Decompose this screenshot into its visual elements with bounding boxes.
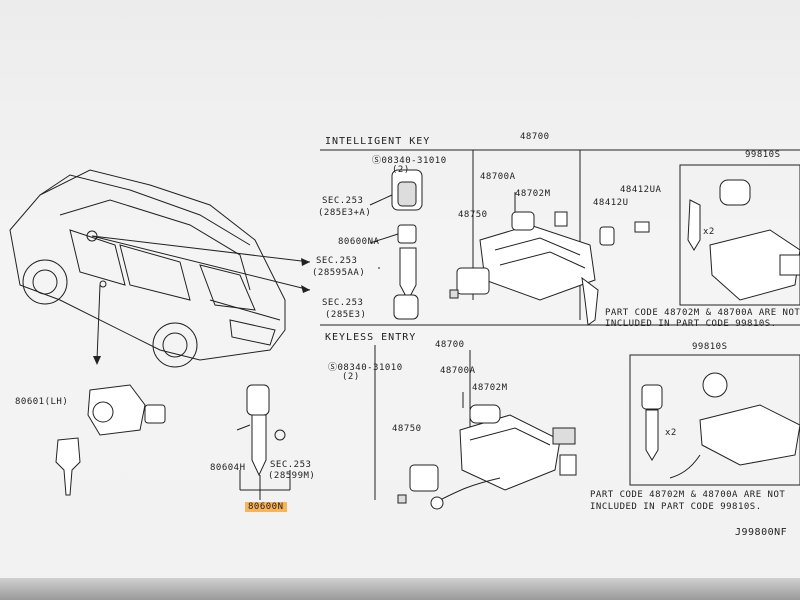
label-key-sec253: SEC.253 (270, 460, 312, 470)
label-ik-sec253a-ref: (285E3+A) (318, 208, 372, 218)
label-ik-sec253a: SEC.253 (322, 196, 364, 206)
label-ke-48702m: 48702M (472, 383, 508, 393)
label-key-80604h: 80604H (210, 463, 246, 473)
section-title-intelligent-key: INTELLIGENT KEY (325, 136, 431, 147)
label-ik-screw-qty: (2) (392, 165, 410, 175)
label-ik-note-1: PART CODE 48702M & 48700A ARE NOT (605, 308, 800, 318)
label-ik-48700a: 48700A (480, 172, 516, 182)
label-key-sec253-ref: (28599M) (268, 471, 316, 481)
label-ke-48750: 48750 (392, 424, 422, 434)
label-door-cylinder: 80601(LH) (15, 397, 69, 407)
section-title-keyless-entry: KEYLESS ENTRY (325, 332, 417, 343)
label-ik-sec253c: SEC.253 (322, 298, 364, 308)
label-ke-x2: x2 (665, 428, 677, 438)
door-cylinder-illustration (55, 384, 166, 496)
label-ke-screw: Ⓢ08340-31010 (328, 363, 403, 373)
label-ke-assy: 48700 (435, 340, 465, 350)
label-ke-note-1: PART CODE 48702M & 48700A ARE NOT (590, 490, 786, 500)
label-ik-assy: 48700 (520, 132, 550, 142)
label-ik-sec253b: SEC.253 (316, 256, 358, 266)
intelligent-key-assembly (449, 192, 650, 326)
label-ke-kit: 99810S (692, 342, 728, 352)
label-ik-80600na: 80600NA (338, 237, 380, 247)
label-ik-48702m: 48702M (515, 189, 551, 199)
label-ik-48412u: 48412U (593, 198, 629, 208)
label-ke-screw-qty: (2) (342, 372, 360, 382)
label-key-80600n-highlighted: 80600N (245, 502, 287, 512)
key-blank-illustration (236, 384, 291, 500)
drawing-id: J99800NF (735, 527, 788, 538)
label-ik-sec253c-ref: (285E3) (325, 310, 367, 320)
vehicle-illustration (9, 169, 286, 368)
label-ik-48750: 48750 (458, 210, 488, 220)
label-ik-48412ua: 48412UA (620, 185, 662, 195)
label-ik-x2: x2 (703, 227, 715, 237)
label-ke-48700a: 48700A (440, 366, 476, 376)
keyless-entry-assembly (397, 392, 577, 510)
label-ik-sec253b-ref: (28595AA) (312, 268, 366, 278)
monitor-bezel (0, 578, 800, 600)
label-ik-note-2: INCLUDED IN PART CODE 99810S. (605, 319, 777, 329)
label-ik-kit: 99810S (745, 150, 781, 160)
label-ik-screw: Ⓢ08340-31010 (372, 156, 447, 166)
label-ke-note-2: INCLUDED IN PART CODE 99810S. (590, 502, 762, 512)
